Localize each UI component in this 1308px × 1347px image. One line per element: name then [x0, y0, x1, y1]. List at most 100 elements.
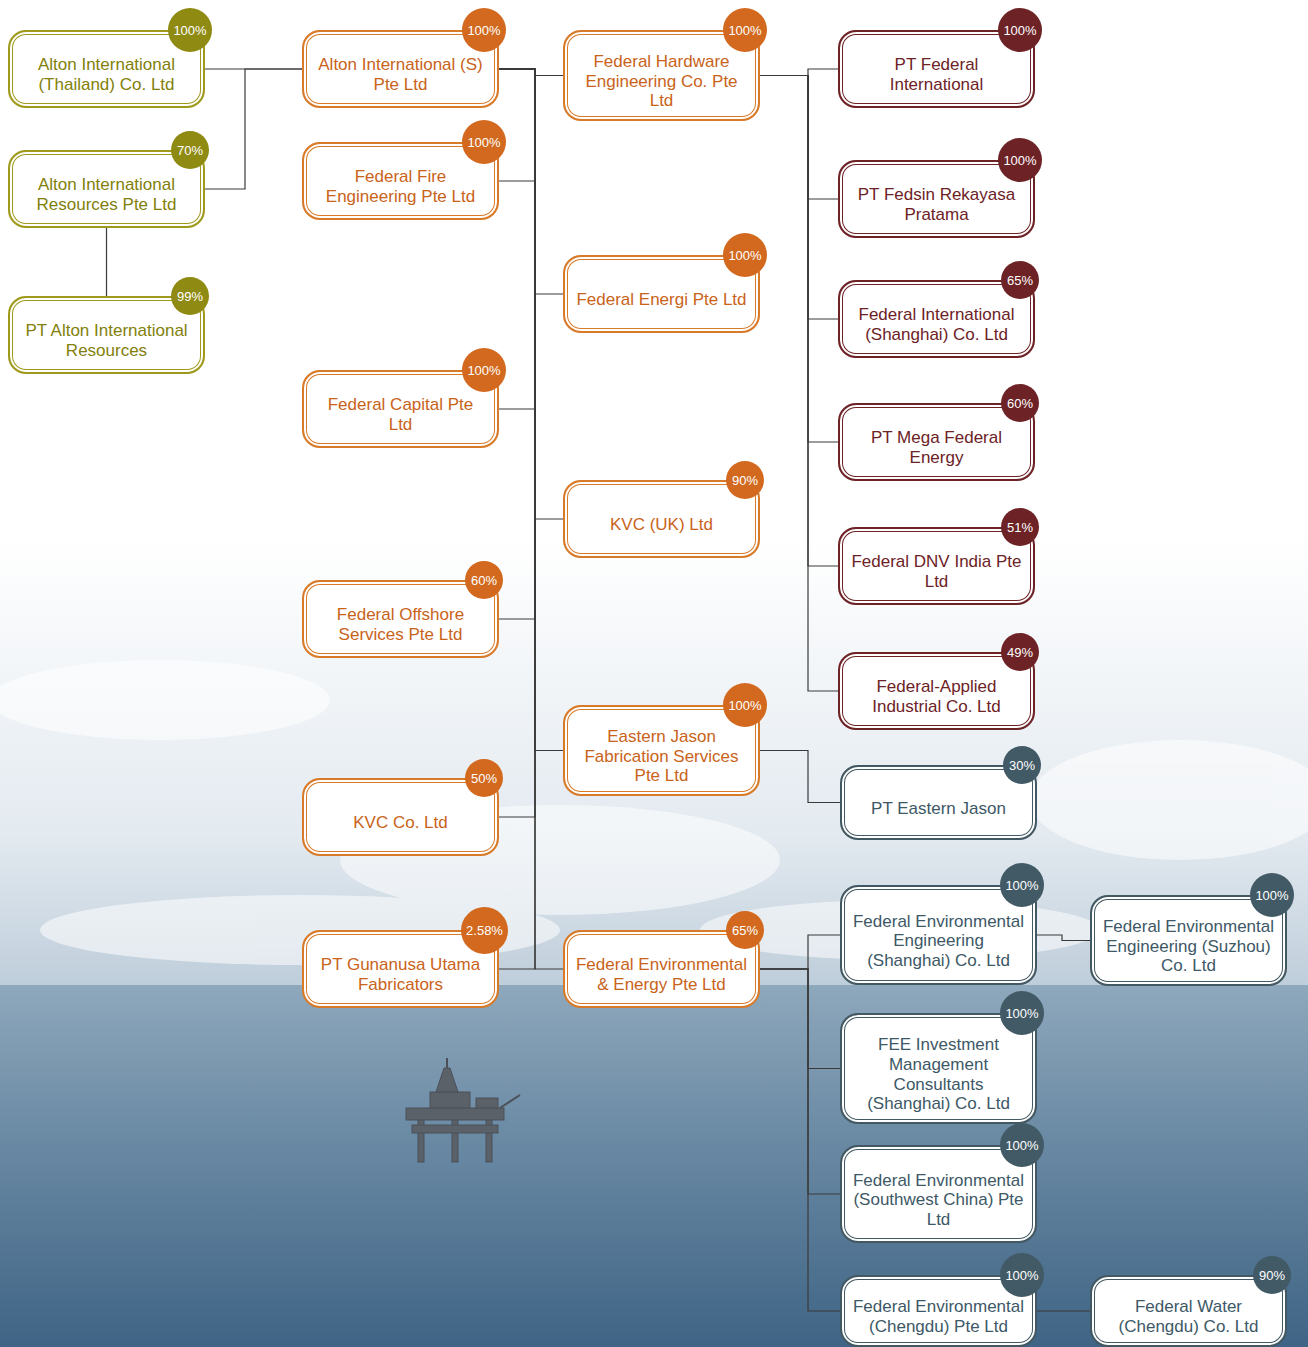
- company-name: Federal Environmental Engineering (Shang…: [852, 912, 1025, 971]
- company-name: Federal DNV India Pte Ltd: [850, 552, 1023, 591]
- ownership-line: [760, 935, 840, 969]
- company-box: PT Alton International Resources99%: [8, 296, 205, 374]
- ownership-percent: 51%: [1007, 521, 1033, 534]
- ownership-badge: 100%: [168, 8, 212, 52]
- ownership-badge: 100%: [1000, 991, 1044, 1035]
- company-box: Federal DNV India Pte Ltd51%: [838, 527, 1035, 605]
- company-box: PT Fedsin Rekayasa Pratama100%: [838, 160, 1035, 238]
- ownership-line: [760, 76, 838, 443]
- company-text: Federal Environmental (Chengdu) Pte Ltd: [852, 1297, 1025, 1336]
- company-text: Federal Energi Pte Ltd: [576, 290, 746, 310]
- company-text: Federal Environmental & Energy Pte Ltd: [575, 955, 748, 994]
- ownership-line: [760, 969, 840, 1069]
- company-box: PT Gunanusa Utama Fabricators2.58%: [302, 930, 499, 1008]
- company-name: Federal Environmental Engineering (Suzho…: [1102, 917, 1275, 976]
- company-name: PT Eastern Jason: [871, 799, 1006, 819]
- ownership-percent: 65%: [732, 924, 758, 937]
- company-name: Federal International (Shanghai) Co. Ltd: [850, 305, 1023, 344]
- company-name: PT Fedsin Rekayasa Pratama: [850, 185, 1023, 224]
- company-text: Federal-Applied Industrial Co. Ltd: [850, 677, 1023, 716]
- company-box: Federal Hardware Engineering Co. Pte Ltd…: [563, 30, 760, 121]
- company-text: Federal Water (Chengdu) Co. Ltd: [1102, 1297, 1275, 1336]
- ownership-line: [499, 69, 563, 76]
- ownership-percent: 50%: [471, 772, 497, 785]
- company-box: Eastern Jason Fabrication Services Pte L…: [563, 705, 760, 796]
- company-name: Federal Capital Pte Ltd: [314, 395, 487, 434]
- ownership-line: [760, 76, 838, 200]
- ownership-line: [1037, 1310, 1090, 1311]
- company-name: PT Federal International: [850, 55, 1023, 94]
- ownership-line: [499, 69, 535, 619]
- ownership-percent: 100%: [1005, 1007, 1038, 1020]
- ownership-line: [499, 69, 535, 181]
- ownership-percent: 100%: [1003, 24, 1036, 37]
- ownership-badge: 65%: [1001, 261, 1039, 299]
- ownership-percent: 65%: [1007, 274, 1033, 287]
- company-name: Federal Water (Chengdu) Co. Ltd: [1102, 1297, 1275, 1336]
- company-box: Federal Water (Chengdu) Co. Ltd90%: [1090, 1275, 1287, 1347]
- company-name: Federal Fire Engineering Pte Ltd: [314, 167, 487, 206]
- ownership-percent: 100%: [467, 136, 500, 149]
- ownership-percent: 100%: [1255, 889, 1288, 902]
- ownership-badge: 60%: [1001, 384, 1039, 422]
- ownership-line: [760, 69, 838, 76]
- ownership-percent: 100%: [1005, 1139, 1038, 1152]
- company-text: Federal Hardware Engineering Co. Pte Ltd: [575, 52, 748, 111]
- ownership-badge: 100%: [723, 683, 767, 727]
- ownership-badge: 99%: [171, 277, 209, 315]
- ownership-percent: 100%: [1003, 154, 1036, 167]
- ownership-percent: 30%: [1009, 759, 1035, 772]
- ownership-percent: 70%: [177, 144, 203, 157]
- company-box: FEE Investment Management Consultants (S…: [840, 1013, 1037, 1124]
- ownership-line: [106, 228, 107, 296]
- company-text: Federal Environmental (Southwest China) …: [852, 1171, 1025, 1230]
- ownership-badge: 100%: [462, 8, 506, 52]
- company-text: Eastern Jason Fabrication Services Pte L…: [575, 727, 748, 786]
- company-name: PT Mega Federal Energy: [850, 428, 1023, 467]
- company-text: KVC (UK) Ltd: [610, 515, 713, 535]
- company-text: Federal Environmental Engineering (Suzho…: [1102, 917, 1275, 976]
- ownership-badge: 100%: [462, 120, 506, 164]
- ownership-badge: 100%: [723, 8, 767, 52]
- ownership-percent: 60%: [471, 574, 497, 587]
- ownership-percent: 60%: [1007, 397, 1033, 410]
- company-box: PT Eastern Jason30%: [840, 765, 1037, 840]
- ownership-badge: 100%: [998, 138, 1042, 182]
- company-text: Federal Capital Pte Ltd: [314, 395, 487, 434]
- ownership-badge: 51%: [1001, 508, 1039, 546]
- company-name: Alton International Resources Pte Ltd: [20, 175, 193, 214]
- company-name: Federal-Applied Industrial Co. Ltd: [850, 677, 1023, 716]
- company-text: PT Alton International Resources: [20, 321, 193, 360]
- company-name: Alton International (Thailand) Co. Ltd: [20, 55, 193, 94]
- company-name: Eastern Jason Fabrication Services Pte L…: [575, 727, 748, 786]
- company-box: Federal Capital Pte Ltd100%: [302, 370, 499, 448]
- company-name: Federal Environmental (Chengdu) Pte Ltd: [852, 1297, 1025, 1336]
- company-box: PT Federal International100%: [838, 30, 1035, 108]
- ownership-percent: 100%: [728, 24, 761, 37]
- ownership-percent: 90%: [1259, 1269, 1285, 1282]
- company-box: Federal Energi Pte Ltd100%: [563, 255, 760, 333]
- company-box: Federal-Applied Industrial Co. Ltd49%: [838, 652, 1035, 730]
- company-text: FEE Investment Management Consultants (S…: [852, 1035, 1025, 1113]
- company-name: Federal Environmental (Southwest China) …: [852, 1171, 1025, 1230]
- company-box: Federal Environmental Engineering (Suzho…: [1090, 895, 1287, 986]
- company-box: Alton International (S) Pte Ltd100%: [302, 30, 499, 108]
- company-name: PT Alton International Resources: [20, 321, 193, 360]
- company-box: Federal Environmental Engineering (Shang…: [840, 885, 1037, 985]
- ownership-line: [499, 69, 563, 969]
- ownership-badge: 70%: [171, 131, 209, 169]
- company-box: Federal Offshore Services Pte Ltd60%: [302, 580, 499, 658]
- ownership-line: [499, 69, 563, 519]
- company-text: Federal Offshore Services Pte Ltd: [314, 605, 487, 644]
- ownership-percent: 100%: [728, 699, 761, 712]
- company-text: PT Federal International: [850, 55, 1023, 94]
- company-text: PT Fedsin Rekayasa Pratama: [850, 185, 1023, 224]
- ownership-badge: 65%: [726, 911, 764, 949]
- company-text: Federal DNV India Pte Ltd: [850, 552, 1023, 591]
- company-box: KVC (UK) Ltd90%: [563, 480, 760, 558]
- ownership-badge: 90%: [1253, 1256, 1291, 1294]
- company-text: Federal Fire Engineering Pte Ltd: [314, 167, 487, 206]
- ownership-badge: 60%: [465, 561, 503, 599]
- ownership-percent: 99%: [177, 290, 203, 303]
- ownership-percent: 100%: [467, 24, 500, 37]
